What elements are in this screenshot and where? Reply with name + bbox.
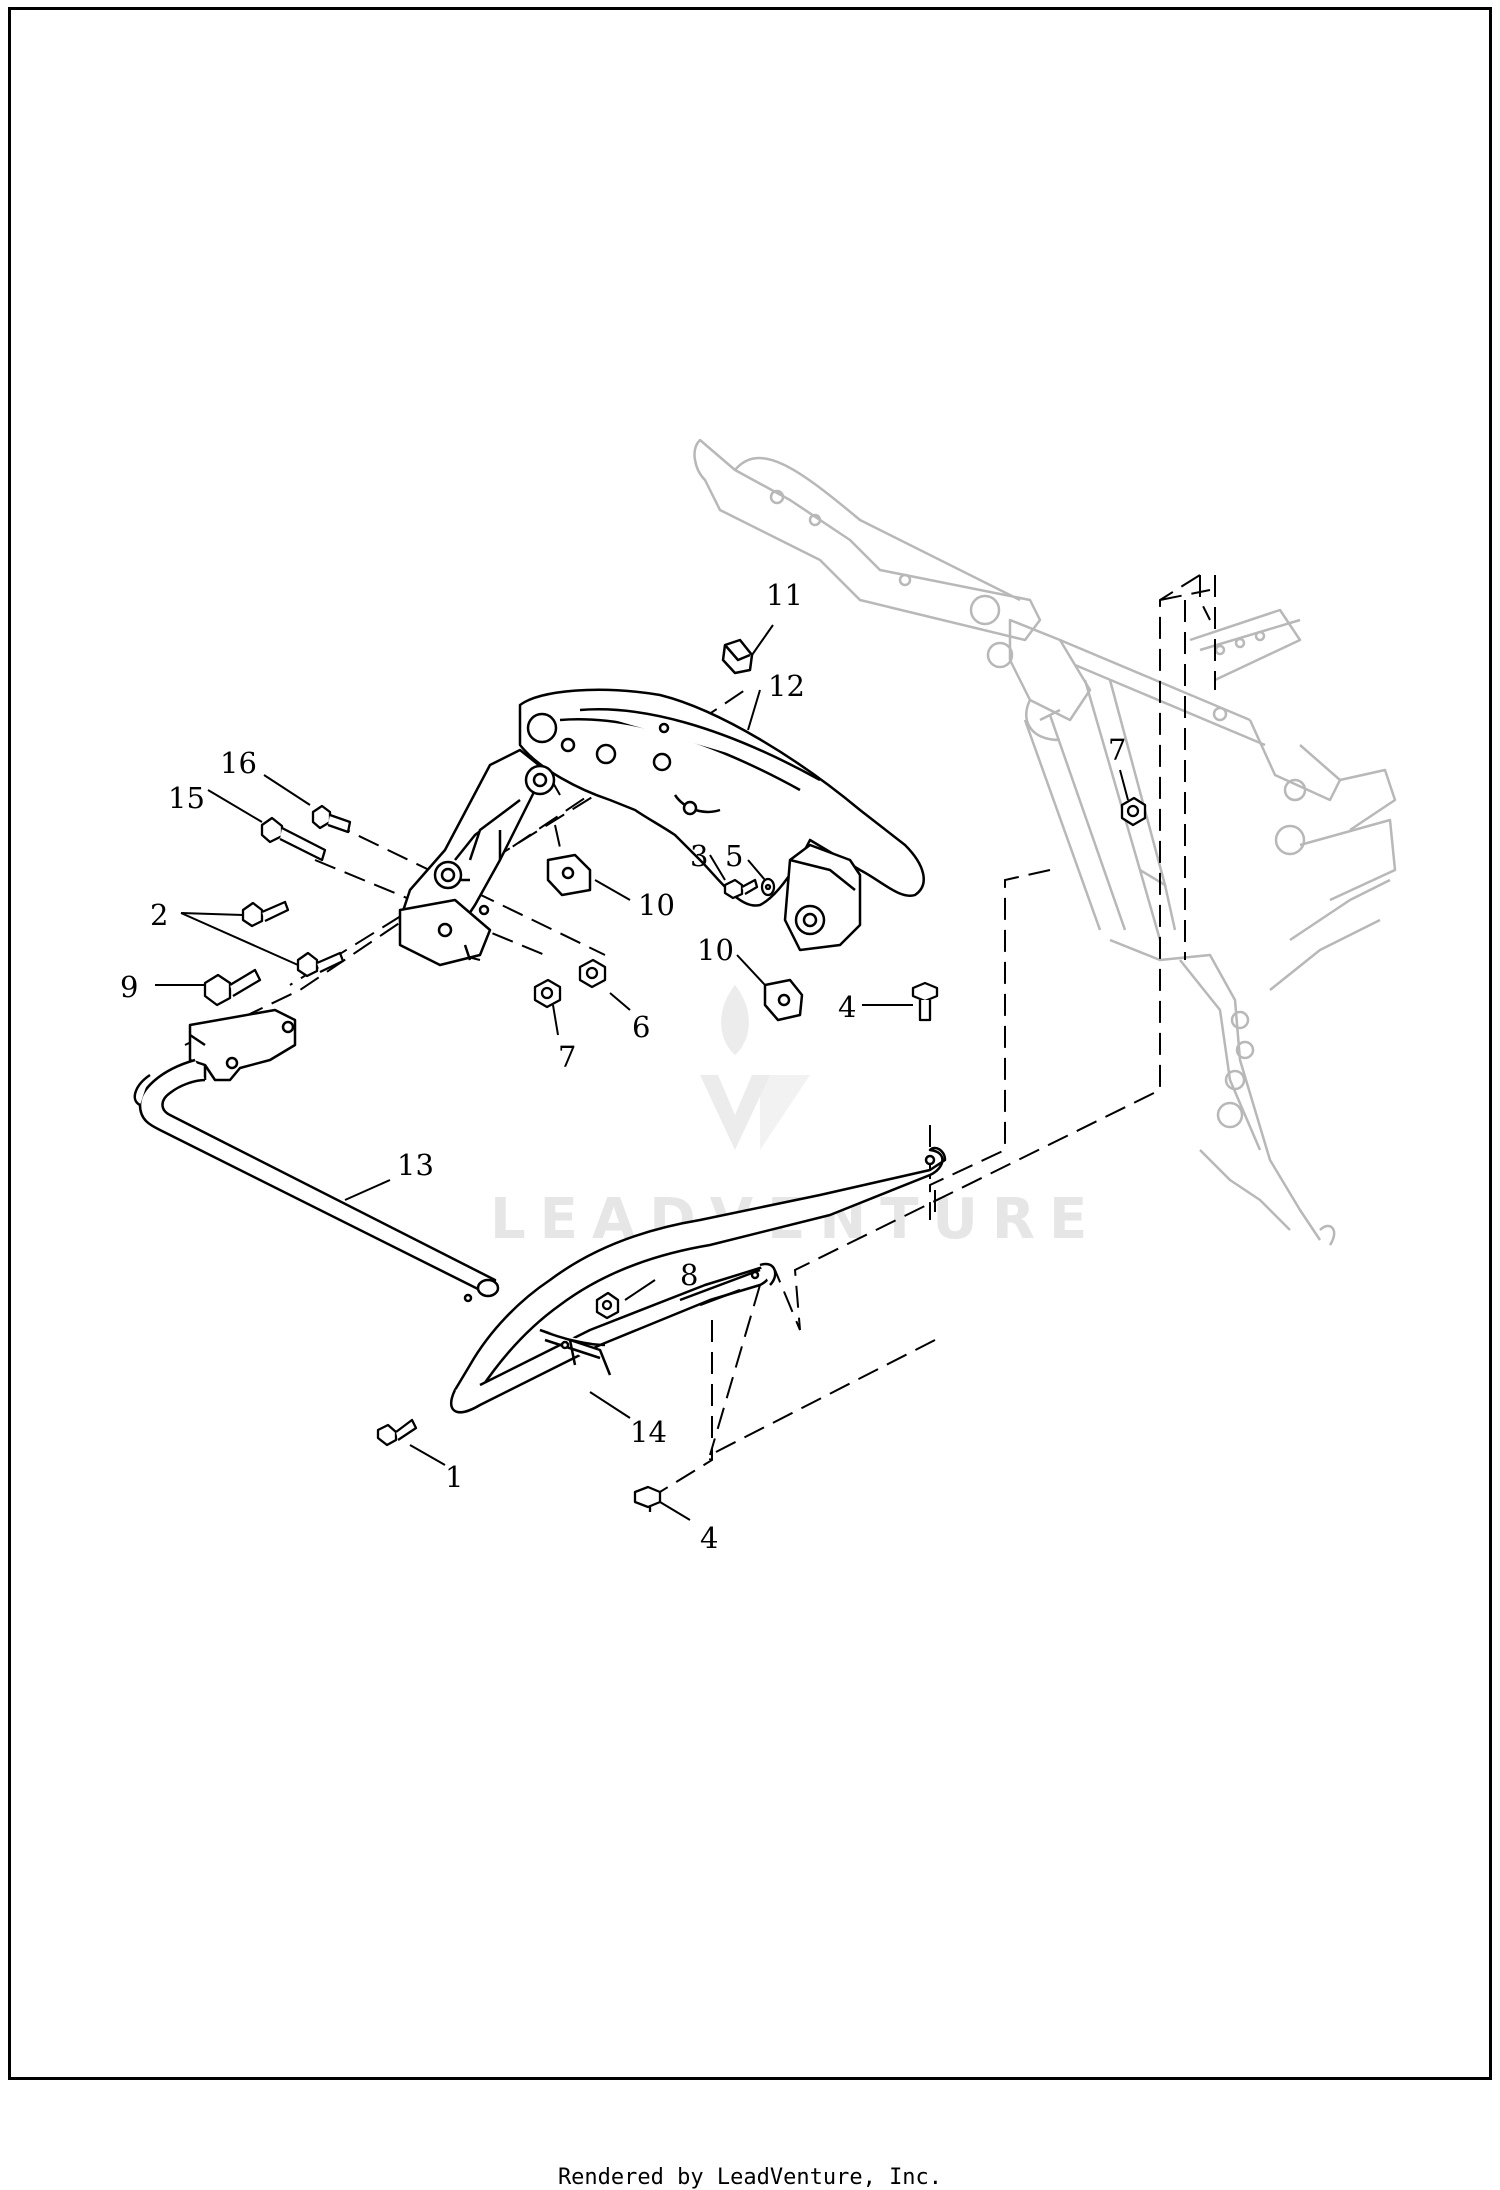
- callout-11: 11: [766, 578, 803, 612]
- leader-lines: [155, 624, 1129, 1521]
- callout-15: 15: [168, 781, 205, 815]
- part-14-right-guard: [449, 1146, 947, 1414]
- footer-credit: Rendered by LeadVenture, Inc.: [557, 2165, 943, 2190]
- callout-5: 5: [725, 839, 743, 873]
- callout-6: 6: [632, 1010, 650, 1044]
- part-13-left-guard: [133, 1008, 500, 1303]
- callout-4-lower: 4: [700, 1521, 718, 1555]
- callout-13: 13: [397, 1148, 434, 1182]
- callout-10-lower: 10: [697, 933, 734, 967]
- part-11-clip: [721, 638, 754, 675]
- callout-7-right: 7: [1108, 733, 1126, 767]
- diagram-frame: [8, 7, 1492, 2080]
- part-10-clip-nut-lower: [763, 978, 804, 1022]
- part-12-rear-bracket: [398, 688, 925, 967]
- callout-2: 2: [150, 898, 168, 932]
- callout-16: 16: [220, 746, 257, 780]
- callout-4-upper: 4: [838, 990, 856, 1024]
- part-10-clip-nut-upper: [546, 853, 592, 897]
- ghost-frame: [693, 438, 1397, 1246]
- callout-labels: 11 12 16 15 2 9 10 3 5 10 6 7 4 7 13 8 1…: [120, 578, 1126, 1555]
- fasteners: [203, 796, 1147, 1512]
- callout-7-left: 7: [558, 1040, 576, 1074]
- callout-9: 9: [120, 970, 138, 1004]
- watermark-logo: [700, 985, 810, 1150]
- callout-14: 14: [630, 1415, 667, 1449]
- callout-3: 3: [690, 839, 708, 873]
- callout-1: 1: [445, 1460, 463, 1494]
- callout-10-upper: 10: [638, 888, 675, 922]
- callout-12: 12: [768, 669, 805, 703]
- callout-8: 8: [680, 1258, 698, 1292]
